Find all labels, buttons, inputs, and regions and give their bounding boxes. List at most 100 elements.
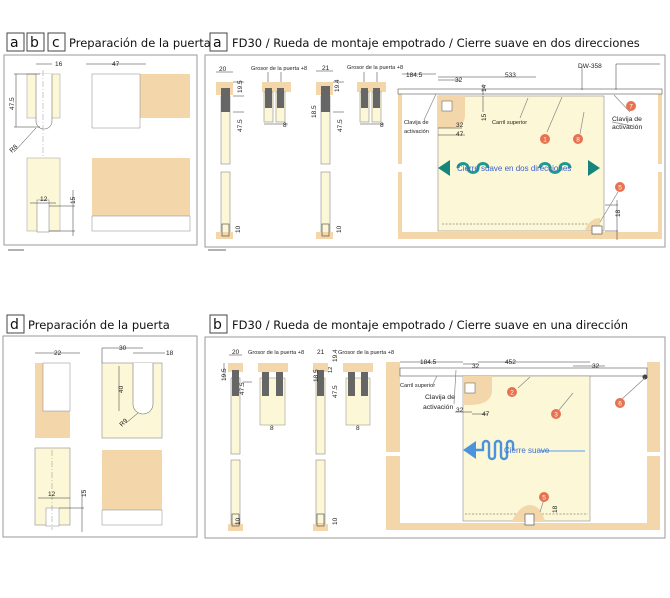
label-b: b [30,35,39,51]
dim-19-4: 19.4 [334,79,341,92]
dim-10: 10 [332,517,339,525]
arrow-right-icon [588,160,600,176]
door-thickness-label: Grosor de la puerta +8 [251,66,307,72]
dim-47-5: 47.5 [9,97,16,110]
label-a: a [10,35,19,51]
dim-30: 30 [119,345,127,352]
label-d: d [10,317,19,333]
profile-20: 20 19.5 47.5 10 Grosor de la puerta +8 8 [216,66,307,239]
badge-2: 2 [507,387,517,397]
label-box-b [26,32,45,52]
dim-47-5: 47.5 [237,119,244,132]
activation-pin-label-2: activación [423,404,453,411]
label-box-b [209,314,228,334]
top-rail [399,367,648,377]
dim-8: 8 [380,122,384,129]
arrow-text: Cierre suave [504,446,550,455]
panel-frame [2,335,198,538]
svg-text:5: 5 [618,185,622,192]
top-rail-label: Carril superior [400,383,435,389]
profile-21: 21 18.5 19.4 12 47.5 10 Grosor de la pue… [313,349,394,531]
section-title: FD30 / Rueda de montaje empotrado / Cier… [232,36,640,50]
dim-19-5: 19.5 [221,368,228,381]
dim-32b: 32 [456,122,464,129]
dim-15: 15 [70,196,77,204]
spring-icon [456,162,572,174]
dim-47-5: 47.5 [239,382,246,395]
dim-15: 15 [481,113,488,121]
svg-text:8: 8 [576,137,580,144]
dim-32: 32 [472,363,480,370]
dim-8: 8 [270,425,274,432]
section-door-preparation-d: d Preparación de la puerta 22 12 15 30 1… [2,314,198,538]
dim-r8: R8 [8,143,19,154]
section-title: Preparación de la puerta [28,318,170,332]
dim-12: 12 [48,491,56,498]
dim-18-5: 18.5 [311,105,318,118]
dim-21: 21 [322,65,330,72]
svg-text:6: 6 [618,401,622,408]
dim-32b: 32 [456,407,464,414]
dim-19-4: 19.4 [332,349,339,362]
badge-3: 3 [551,409,561,419]
door-thickness-label: Grosor de la puerta +8 [248,350,304,356]
dim-40: 40 [118,385,125,393]
dim-18: 18 [552,505,559,513]
profile-20: 20 19.5 47.5 10 Grosor de la puerta +8 8 [221,349,304,531]
activation-pin-label-2: activación [404,129,429,135]
sliding-door-elevation: 184.5 32 533 DW-358 14 15 Carril superio… [397,63,663,240]
badge-8: 8 [573,134,583,144]
dim-10: 10 [235,517,242,525]
arrow-text: Cierre suave en dos direcciones [457,164,571,173]
dim-21: 21 [317,349,325,356]
section-door-preparation-abc: a b c Preparación de la puerta 16 47.5 R… [3,32,211,251]
door-thickness-label: Grosor de la puerta +8 [347,65,403,71]
profile-21: 21 19.4 18.5 47.5 10 Grosor de la puerta… [311,65,403,239]
label-box-c [47,32,66,52]
badge-7: 7 [626,101,636,111]
dim-533: 533 [505,72,516,79]
arrow-left-icon [438,160,450,176]
dim-16: 16 [55,61,63,68]
dim-20: 20 [232,349,240,356]
activation-pin-label-4: activación [612,124,642,131]
dim-47: 47 [456,131,464,138]
dim-47-5: 47.5 [337,119,344,132]
dim-19-5: 19.5 [237,80,244,93]
dim-18: 18 [166,350,174,357]
section-title: FD30 / Rueda de montaje empotrado / Cier… [232,318,628,332]
section-fd30-two-directions: a FD30 / Rueda de montaje empotrado / Ci… [204,32,666,251]
svg-text:2: 2 [510,390,514,397]
section-title: Preparación de la puerta [69,36,211,50]
dim-14: 14 [481,84,488,92]
label-a: a [213,35,222,51]
badge-6: 6 [615,398,625,408]
dim-184-5: 184.5 [406,72,423,79]
dim-184-5: 184.5 [420,359,437,366]
dim-15: 15 [81,489,88,497]
soft-close-two-way-arrow: Cierre suave en dos direcciones [438,160,600,176]
svg-text:5: 5 [542,495,546,502]
dim-452: 452 [505,359,516,366]
label-b: b [213,317,222,333]
dim-18-5: 18.5 [313,369,320,382]
dim-10: 10 [235,225,242,233]
arrow-left-icon [463,441,476,459]
dim-22: 22 [54,350,62,357]
svg-text:7: 7 [629,104,633,111]
activation-pin-label-3: Clavija de [612,116,642,123]
label-box-a [6,32,25,52]
svg-text:3: 3 [554,412,558,419]
badge-1: 1 [540,134,550,144]
dim-47-5: 47.5 [332,385,339,398]
slot-cutout [35,74,53,130]
label-box-a [209,32,228,52]
model-dw-358: DW-358 [578,63,602,70]
dim-12: 12 [328,367,334,373]
side-cutout [91,73,141,129]
dim-r9: R9 [118,417,129,428]
label-c: c [52,35,60,51]
dim-18: 18 [615,209,622,217]
door-side-lower [92,158,190,216]
